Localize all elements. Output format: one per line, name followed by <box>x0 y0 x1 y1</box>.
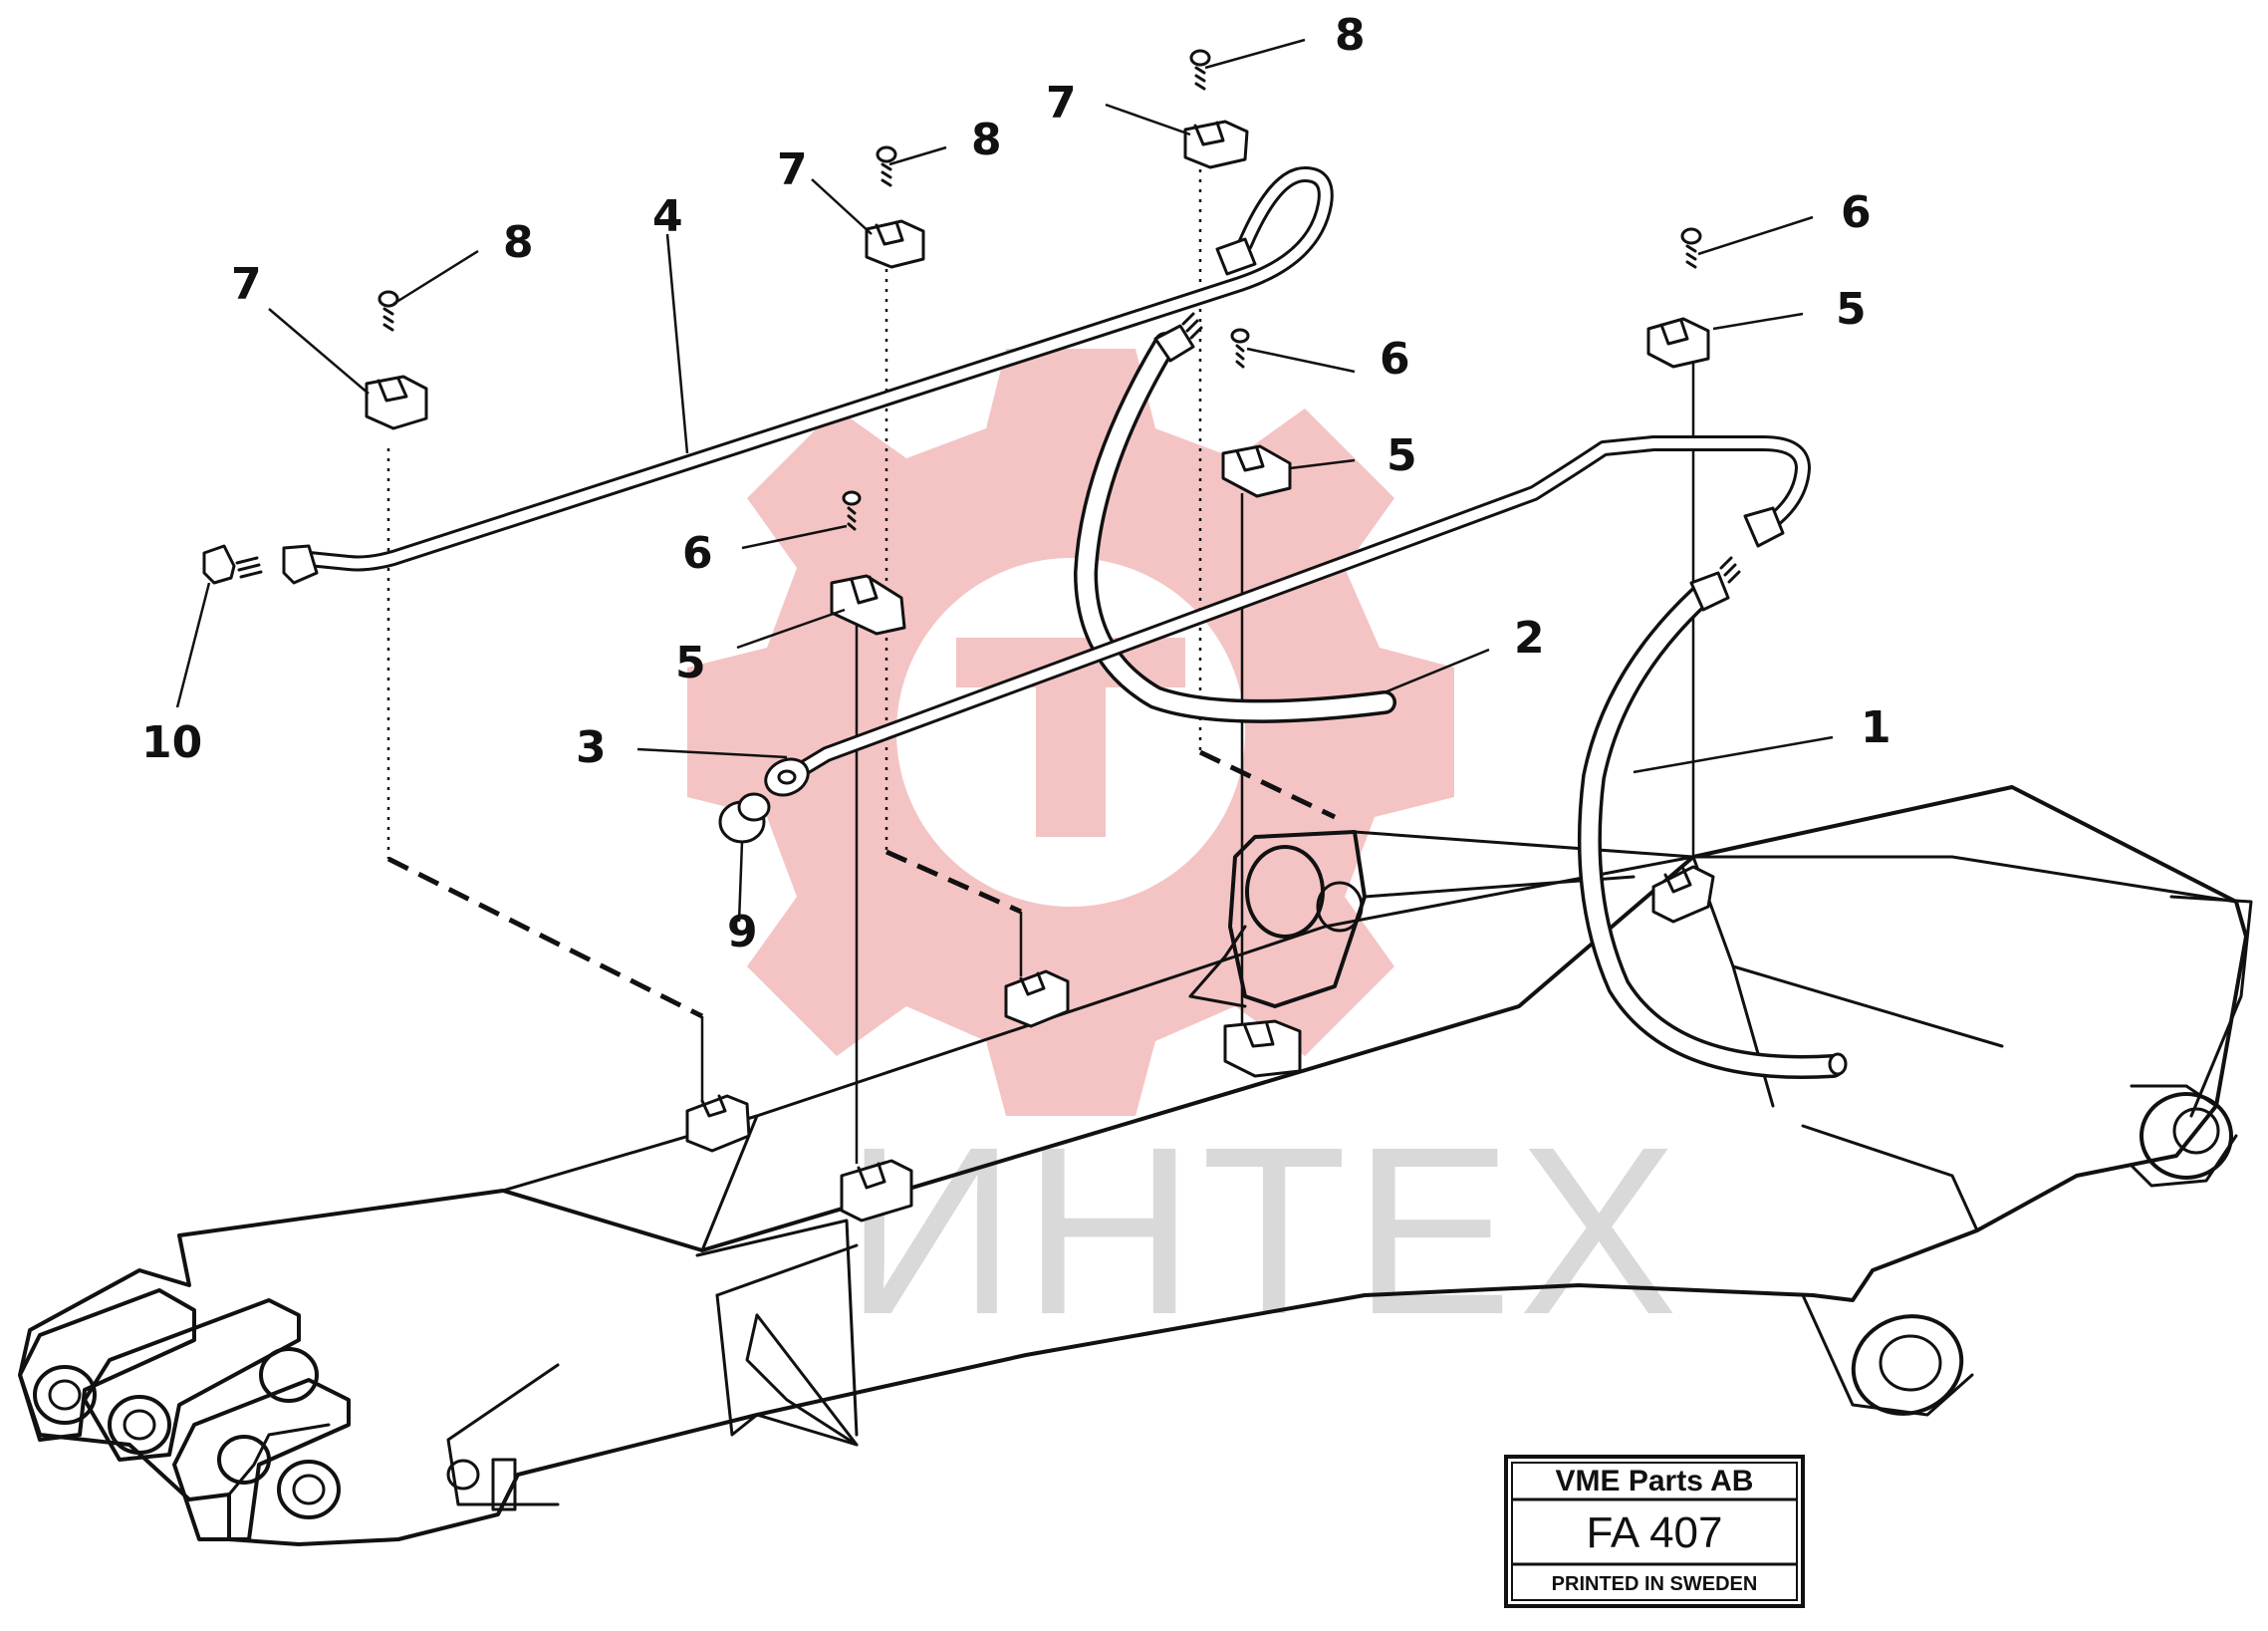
title-block-company: VME Parts AB <box>1556 1465 1754 1497</box>
callout-4: 4 <box>652 191 683 242</box>
callout-8-right: 8 <box>1335 10 1366 61</box>
callout-5-left: 5 <box>675 638 706 688</box>
screw-6-right <box>1680 227 1702 269</box>
screw-8-left <box>378 290 399 332</box>
callout-7-left: 7 <box>231 259 262 310</box>
pipe-4 <box>282 166 1334 585</box>
title-block: VME Parts AB FA 407 PRINTED IN SWEDEN <box>1504 1455 1805 1608</box>
clamp-5-left <box>830 574 906 636</box>
callout-8-left: 8 <box>503 217 534 268</box>
hose-1 <box>1577 556 1848 1079</box>
callout-9: 9 <box>727 907 758 957</box>
fork-prong-3 <box>172 1378 351 1541</box>
callout-3: 3 <box>576 722 607 773</box>
callout-7-right: 7 <box>1046 78 1077 129</box>
callout-7-mid: 7 <box>777 144 808 195</box>
callout-10: 10 <box>141 717 202 768</box>
clamp-5-right <box>1646 317 1710 369</box>
callout-2: 2 <box>1514 613 1545 664</box>
fork-prong-1 <box>18 1288 196 1442</box>
fork-prong-2 <box>83 1298 319 1462</box>
lower-clamp-far-right <box>1651 865 1715 924</box>
callout-8-mid: 8 <box>971 115 1002 165</box>
boom-arm <box>18 785 2253 1546</box>
title-block-code: FA 407 <box>1586 1508 1722 1557</box>
gear-watermark-icon <box>687 349 1454 1116</box>
callout-5-right: 5 <box>1836 284 1867 335</box>
screw-8-right <box>1189 49 1211 91</box>
screw-6-center <box>1230 328 1250 369</box>
plug-10 <box>202 544 263 585</box>
clamp-5-center <box>1221 444 1292 498</box>
clamp-7-right <box>1183 120 1249 169</box>
pipe-3 <box>764 435 1811 797</box>
screw-8-mid <box>876 145 897 187</box>
title-block-printed: PRINTED IN SWEDEN <box>1552 1573 1758 1595</box>
callout-6-center: 6 <box>1380 334 1410 385</box>
pipe-4-nut <box>282 544 319 585</box>
lower-clamp-right <box>1223 1019 1302 1078</box>
callout-6-right: 6 <box>1841 187 1872 238</box>
callout-6-left: 6 <box>682 528 713 579</box>
screw-6-left <box>842 490 862 531</box>
watermark-logo <box>687 349 1454 1116</box>
center-bracket <box>1188 830 1695 1008</box>
callout-5-center: 5 <box>1386 430 1417 481</box>
leader-lines <box>175 38 1834 923</box>
lower-clamp-center <box>1004 969 1070 1028</box>
callout-1: 1 <box>1861 702 1891 753</box>
pipe-3-nut <box>764 757 810 797</box>
clamp-7-mid <box>865 219 925 269</box>
clamp-7-left <box>365 375 428 430</box>
callout-labels: 1 2 3 4 5 5 5 6 6 6 7 7 7 8 8 8 9 10 <box>141 10 1891 957</box>
lower-clamp-left <box>685 1094 751 1153</box>
watermark-text: ИНТЕХ <box>845 1097 1684 1364</box>
lower-clamp-mid <box>840 1159 913 1223</box>
